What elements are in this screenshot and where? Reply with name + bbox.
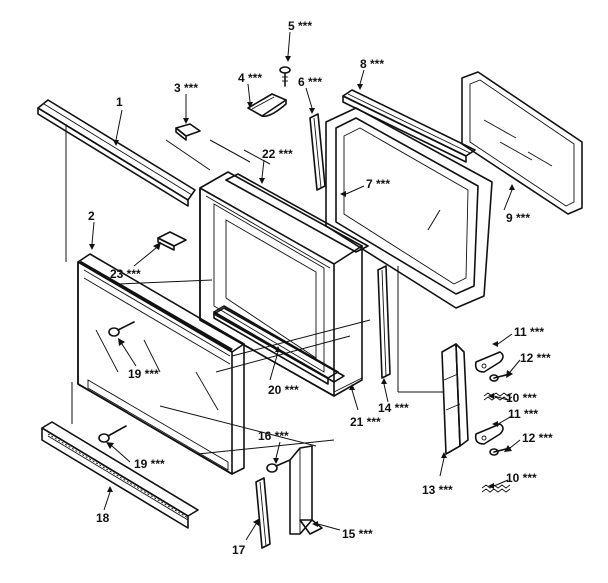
label-part-23: 23 *** [110,267,141,281]
label-part-22: 22 *** [262,147,293,161]
label-part-6: 6 *** [298,75,322,89]
part-17-side-strip [255,477,271,549]
part-21-frame-bottom [333,377,363,393]
label-part-20: 20 *** [268,383,299,397]
part-15-hinge-bracket [289,445,323,535]
part-1-top-trim [37,99,196,207]
part-6-side-strip [309,113,326,191]
part-7-inner-frame [325,107,493,309]
callout-labels: 1 2 3 *** 4 *** 5 *** 6 *** 7 *** 8 *** … [88,19,553,557]
label-part-18: 18 [96,511,110,525]
part-9-glass-panel [461,71,583,215]
part-23-clip [157,231,187,251]
label-part-10-lower: 10 *** [506,471,537,485]
label-part-13: 13 *** [422,483,453,497]
part-3-clip [175,123,201,141]
label-part-8: 8 *** [360,57,384,71]
label-part-7: 7 *** [366,177,390,191]
part-10-spring-lower [481,484,511,493]
label-part-2: 2 [88,209,95,223]
label-part-11-lower: 11 *** [508,407,538,421]
label-part-19-upper: 19 *** [128,367,159,381]
part-2-outer-door [77,253,245,475]
part-22-door-liner [199,171,369,397]
label-part-4: 4 *** [238,71,262,85]
label-part-12-lower: 12 *** [522,431,553,445]
label-part-9: 9 *** [506,211,530,225]
label-part-14: 14 *** [378,401,409,415]
label-part-1: 1 [116,95,123,109]
label-part-21: 21 *** [350,415,381,429]
part-11-hinge-link-upper [474,351,504,373]
part-18-vent-trim [41,421,199,529]
label-part-19-lower: 19 *** [134,457,165,471]
part-19-screw-upper [108,321,135,337]
part-8-top-channel [342,89,476,163]
part-14-vertical-strip [377,265,391,379]
label-part-3: 3 *** [174,81,198,95]
label-leaders [89,31,521,541]
label-part-12-upper: 12 *** [520,351,551,365]
label-part-11-upper: 11 *** [514,325,544,339]
label-part-15: 15 *** [342,527,373,541]
part-20-bottom-channel [213,305,339,385]
label-part-5: 5 *** [288,19,312,33]
part-13-hinge-arm [441,343,469,455]
part-11-hinge-link-lower [474,423,504,445]
assembly-lines [65,124,444,455]
label-part-10-upper: 10 *** [506,391,537,405]
part-19-screw-lower [98,425,127,443]
label-part-16: 16 *** [258,429,289,443]
part-16-screw [266,459,291,473]
part-5-screw [279,66,291,87]
label-part-17: 17 [232,543,246,557]
part-4-bracket [247,93,287,118]
